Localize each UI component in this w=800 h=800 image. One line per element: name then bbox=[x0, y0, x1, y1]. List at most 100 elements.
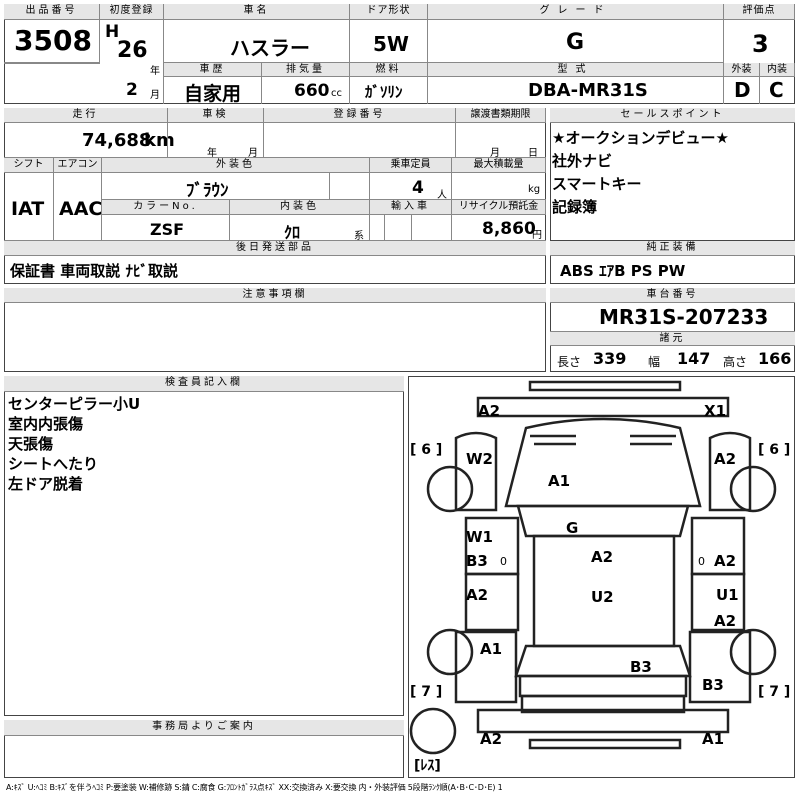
door-type: 5W bbox=[373, 32, 409, 56]
tire-rear-right bbox=[729, 628, 777, 676]
genuine-equipment-label: 純正装備 bbox=[550, 241, 795, 256]
color-number: ZSF bbox=[150, 220, 185, 239]
door-rear-left bbox=[464, 572, 520, 632]
registration-year: 26 bbox=[117, 38, 148, 63]
mark-door-rl: A2 bbox=[466, 586, 488, 604]
width-label: 幅 bbox=[648, 355, 661, 369]
mark-front-left: A2 bbox=[478, 402, 500, 420]
divider bbox=[350, 63, 428, 104]
divider bbox=[384, 215, 412, 241]
era-mark: H bbox=[105, 22, 120, 42]
fender-front-left bbox=[454, 431, 498, 512]
spare-tire bbox=[409, 707, 457, 755]
max-load-label: 最大積載量 bbox=[452, 158, 546, 173]
rear-body-outline bbox=[520, 694, 686, 714]
inspector-note-item: 室内内張傷 bbox=[8, 415, 84, 433]
divider bbox=[264, 108, 456, 158]
interior-grade: C bbox=[769, 78, 784, 102]
tire-rr-tread: [ 7 ] bbox=[758, 684, 790, 700]
sales-point-item: ★オークションデビュー★ bbox=[552, 129, 729, 147]
inspection-month-unit: 月 bbox=[248, 148, 258, 159]
divider bbox=[452, 158, 546, 200]
shift: IAT bbox=[11, 198, 45, 220]
mark-door-fl-2: B3 bbox=[466, 552, 488, 570]
mark-roof-rear: U2 bbox=[591, 588, 614, 606]
chassis-number-label: 車台番号 bbox=[550, 288, 795, 303]
tire-rear-left bbox=[426, 628, 474, 676]
divider bbox=[428, 4, 724, 63]
divider bbox=[262, 63, 350, 104]
divider bbox=[370, 158, 452, 200]
rear-window-outline bbox=[514, 644, 692, 678]
year-unit: 年 bbox=[150, 66, 160, 77]
sales-point-item: 社外ナビ bbox=[552, 152, 613, 170]
capacity: 4 bbox=[412, 178, 424, 198]
damage-diagram-box bbox=[408, 376, 795, 778]
divider bbox=[724, 63, 760, 104]
divider bbox=[168, 108, 264, 158]
inspector-note-item: シートへたり bbox=[8, 455, 99, 473]
tire-fl-tread: [ 6 ] bbox=[410, 442, 442, 458]
displacement: 660 bbox=[294, 81, 330, 101]
mark-fender-left: W2 bbox=[466, 450, 493, 468]
later-parts-box bbox=[4, 256, 546, 284]
door-rear-right bbox=[690, 572, 746, 632]
height-label: 高さ bbox=[723, 355, 748, 369]
grille-line bbox=[530, 434, 676, 446]
length: 339 bbox=[593, 349, 627, 368]
pillar-fl: 0 bbox=[500, 555, 507, 568]
tire-rl-tread: [ 7 ] bbox=[410, 684, 442, 700]
mark-hood: A1 bbox=[548, 472, 570, 490]
tire-front-right bbox=[729, 465, 777, 513]
grade: G bbox=[566, 30, 585, 55]
damage-diagram: A2 X1 W2 A2 A1 G W1 B3 A2 A2 A2 U1 A2 U2… bbox=[408, 376, 795, 778]
rear-lower bbox=[528, 738, 682, 750]
divider bbox=[230, 200, 370, 241]
tire-front-left bbox=[426, 465, 474, 513]
inspector-notes-label: 検査員記入欄 bbox=[4, 376, 404, 392]
spare-tire-label: [ﾚｽ] bbox=[414, 758, 441, 774]
divider bbox=[428, 63, 724, 104]
fuel: ｶﾞｿﾘﾝ bbox=[365, 83, 403, 101]
tire-fr-tread: [ 6 ] bbox=[758, 442, 790, 458]
recycle-fee: 8,860 bbox=[482, 219, 536, 239]
length-label: 長さ bbox=[557, 355, 582, 369]
month-unit: 月 bbox=[150, 90, 160, 101]
notes-label: 注意事項欄 bbox=[4, 288, 546, 303]
exterior-grade: D bbox=[734, 78, 751, 102]
inspector-note-item: 左ドア脱着 bbox=[8, 475, 84, 493]
deadline-day-unit: 日 bbox=[528, 148, 538, 159]
divider bbox=[164, 63, 262, 104]
divider bbox=[102, 200, 230, 241]
divider bbox=[456, 108, 546, 158]
mileage: 74,688 bbox=[82, 130, 152, 151]
exterior-color: ﾌﾞﾗｳﾝ bbox=[186, 181, 229, 201]
fender-front-right bbox=[708, 431, 752, 512]
sales-points-list: ★オークションデビュー★社外ナビスマートキー記録簿 bbox=[552, 127, 729, 219]
mark-front-right: X1 bbox=[704, 402, 726, 420]
mark-door-rr-2: A2 bbox=[714, 612, 736, 630]
inspection-year-unit: 年 bbox=[207, 148, 217, 159]
divider bbox=[100, 4, 164, 104]
windshield-outline bbox=[516, 504, 690, 538]
tailgate-outline bbox=[518, 674, 688, 698]
cc-unit: cc bbox=[331, 88, 342, 99]
yen-unit: 円 bbox=[532, 230, 542, 241]
lot-cell-divider bbox=[4, 4, 100, 63]
recycle-label: リサイクル預託金 bbox=[452, 200, 546, 215]
rear-bumper bbox=[476, 708, 730, 734]
pillar-fr: 0 bbox=[698, 555, 705, 568]
mark-door-rr-1: U1 bbox=[716, 586, 739, 604]
mark-windshield: G bbox=[566, 519, 578, 537]
divider bbox=[102, 173, 330, 200]
genuine-equipment: ABS ｴｱB PS PW bbox=[560, 262, 686, 280]
divider bbox=[4, 158, 54, 241]
aircon: AAC bbox=[59, 198, 103, 220]
divider bbox=[350, 4, 428, 63]
divider bbox=[54, 158, 102, 241]
mark-rear-left: A2 bbox=[480, 730, 502, 748]
mark-door-fl-1: W1 bbox=[466, 528, 493, 546]
inspector-note-item: センターピラー小U bbox=[8, 395, 141, 413]
divider bbox=[4, 63, 100, 64]
